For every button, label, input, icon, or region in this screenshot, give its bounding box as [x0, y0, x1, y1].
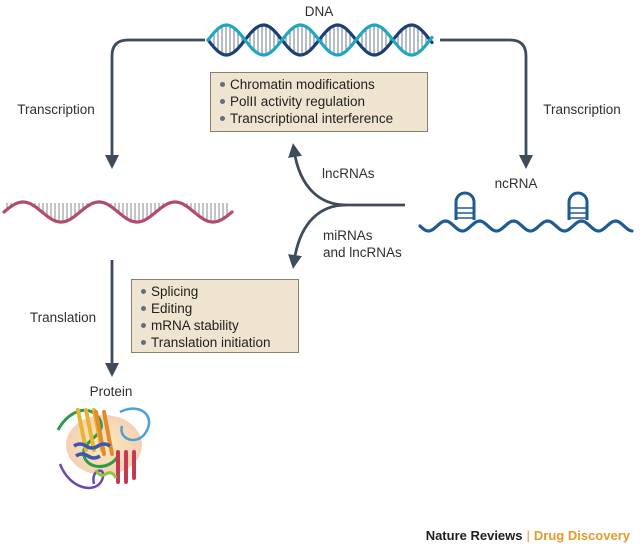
transcription-arrow-right [440, 38, 533, 169]
list-item: Chromatin modifications [219, 76, 419, 93]
ncrna-molecule [418, 191, 634, 233]
list-item: Splicing [140, 283, 290, 300]
mirnas-label-line2: and lncRNAs [323, 245, 402, 260]
mirnas-arrow [288, 203, 347, 269]
list-item: mRNA stability [140, 317, 290, 334]
journal-credit: Nature Reviews|Drug Discovery [426, 528, 630, 543]
journal-name: Nature Reviews [425, 528, 523, 543]
dna-helix [206, 23, 434, 57]
mrna-strand [2, 200, 234, 224]
transcription-left-label: Transcription [17, 102, 95, 117]
ncrna-label: ncRNA [495, 176, 538, 191]
lncrnas-label: lncRNAs [322, 166, 375, 181]
dna-label: DNA [305, 4, 334, 19]
subjournal-name: Drug Discovery [533, 528, 630, 543]
translation-label: Translation [30, 310, 96, 325]
hairpin-loop [567, 191, 589, 220]
transcription-arrow-left [105, 38, 205, 169]
hairpin-loop [454, 191, 476, 220]
transcriptional-regulation-box: Chromatin modifications PolII activity r… [210, 72, 428, 132]
list-item: PolII activity regulation [219, 93, 419, 110]
credit-separator: | [526, 528, 530, 543]
list-item: Translation initiation [140, 334, 290, 351]
protein-structure-icon [56, 407, 151, 490]
protein-label: Protein [90, 384, 133, 399]
list-item: Transcriptional interference [219, 110, 419, 127]
mirnas-label: miRNAs [323, 228, 373, 243]
transcription-right-label: Transcription [543, 102, 621, 117]
post-transcriptional-regulation-box: Splicing Editing mRNA stability Translat… [131, 279, 299, 353]
list-item: Editing [140, 300, 290, 317]
